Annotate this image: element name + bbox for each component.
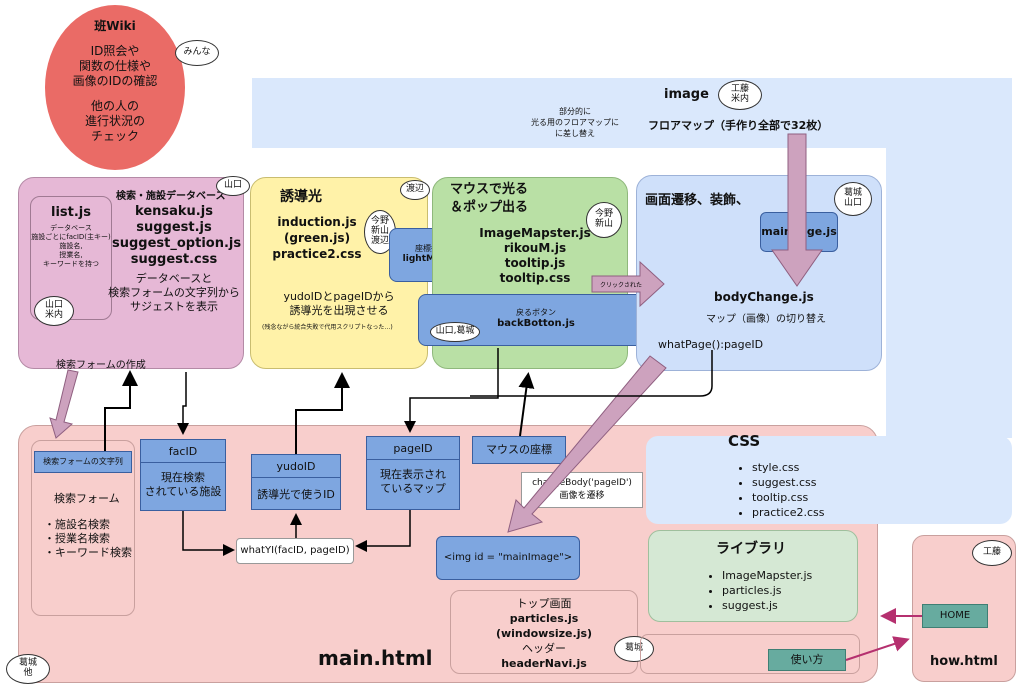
library-title: ライブラリ	[716, 541, 786, 557]
induction-title: 誘導光	[280, 189, 322, 205]
wiki-circle: 班Wiki ID照会や 関数の仕様や 画像のIDの確認 他の人の 進行状況の チ…	[45, 5, 185, 170]
transition-owner-cloud: 葛城山口	[834, 182, 872, 216]
wiki-line: ID照会や	[90, 44, 140, 58]
search-form-string-box: 検索フォームの文字列	[34, 451, 132, 473]
library-list: ImageMapster.js particles.js suggest.js	[704, 568, 812, 613]
image-area	[252, 78, 1012, 148]
list-js-owner-cloud: 山口米内	[34, 296, 74, 326]
wiki-line: 他の人の	[90, 99, 139, 113]
glow-files: ImageMapster.js rikouM.js tooltip.js too…	[479, 226, 591, 285]
search-form-title: 検索フォーム	[54, 492, 120, 505]
css-item: suggest.css	[752, 475, 824, 490]
search-title: 検索・施設データベース	[116, 191, 226, 202]
whatyi-box: whatYI(facID, pageID)	[236, 538, 354, 564]
how-owner-cloud: 工藤	[972, 540, 1012, 566]
img-mainimage-box: <img id = "mainImage">	[436, 536, 580, 580]
induction-desc: yudoIDとpageIDから 誘導光を出現させる	[283, 290, 395, 317]
css-title: CSS	[728, 432, 761, 450]
wiki-line: 画像のIDの確認	[72, 74, 158, 88]
mainpage-box: mainPage.js	[760, 212, 838, 252]
glow-owner-cloud: 今野新山	[586, 202, 622, 238]
back-owner-cloud: 山口,葛城	[430, 322, 480, 342]
main-owner-cloud: 葛城他	[6, 654, 50, 684]
image-area-side	[886, 78, 1012, 438]
usage-button[interactable]: 使い方	[768, 649, 846, 671]
induction-owner-cloud: 渡辺	[400, 180, 430, 200]
yudoid-box: yudoID 誘導光で使うID	[251, 454, 341, 510]
image-note: 部分的に 光る用のフロアマップに に差し替え	[531, 107, 619, 138]
search-footer: 検索フォームの作成	[56, 360, 146, 371]
whatpage-func: whatPage():pageID	[658, 338, 764, 351]
search-form-items: ・施設名検索 ・授業名検索 ・キーワード検索	[44, 518, 132, 559]
list-js-title: list.js	[51, 205, 91, 220]
library-item: ImageMapster.js	[722, 568, 812, 583]
changebody-box: changeBody('pageID') 画像を遷移	[521, 472, 643, 508]
wiki-line: チェック	[90, 129, 139, 143]
top-screen-text: トップ画面 particles.js (windowsize.js) ヘッダー …	[495, 597, 593, 670]
glow-title: マウスで光る ＆ポップ出る	[450, 182, 529, 215]
image-title: image	[664, 87, 709, 102]
search-to-facid-line	[177, 372, 189, 435]
wiki-title: 班Wiki	[94, 19, 136, 33]
transition-desc: マップ（画像）の切り替え	[706, 314, 826, 325]
floormap-label: フロアマップ（手作り全部で32枚）	[648, 119, 829, 132]
image-owner-cloud: 工藤米内	[718, 80, 762, 110]
css-box	[646, 436, 1012, 524]
library-item: suggest.js	[722, 598, 812, 613]
home-button[interactable]: HOME	[922, 604, 988, 628]
wiki-line: 関数の仕様や	[78, 59, 151, 73]
induction-note: (残念ながら統合失敗で代用スクリプトなった…)	[262, 324, 393, 331]
search-owner-cloud: 山口	[216, 176, 250, 196]
facid-box: facID 現在検索 されている施設	[140, 439, 226, 511]
css-list: style.css suggest.css tooltip.css practi…	[734, 460, 824, 520]
search-files: kensaku.js suggest.js suggest_option.js …	[112, 204, 242, 267]
css-item: practice2.css	[752, 505, 824, 520]
css-item: tooltip.css	[752, 490, 824, 505]
wiki-line: 進行状況の	[84, 114, 145, 128]
induction-files: induction.js (green.js) practice2.css	[272, 215, 362, 261]
transition-title: 画面遷移、装飾、	[645, 193, 750, 208]
bodychange-file: bodyChange.js	[714, 290, 814, 304]
mouse-coords-box: マウスの座標	[472, 436, 566, 464]
library-item: particles.js	[722, 583, 812, 598]
main-html-title: main.html	[318, 646, 433, 670]
css-item: style.css	[752, 460, 824, 475]
wiki-owner-cloud: みんな	[175, 40, 219, 66]
how-html-title: how.html	[930, 654, 998, 669]
library-box	[648, 530, 858, 622]
search-desc: データベースと 検索フォームの文字列から サジェストを表示	[108, 272, 240, 313]
pageid-box: pageID 現在表示され ているマップ	[366, 436, 460, 510]
top-screen-box	[450, 590, 638, 674]
